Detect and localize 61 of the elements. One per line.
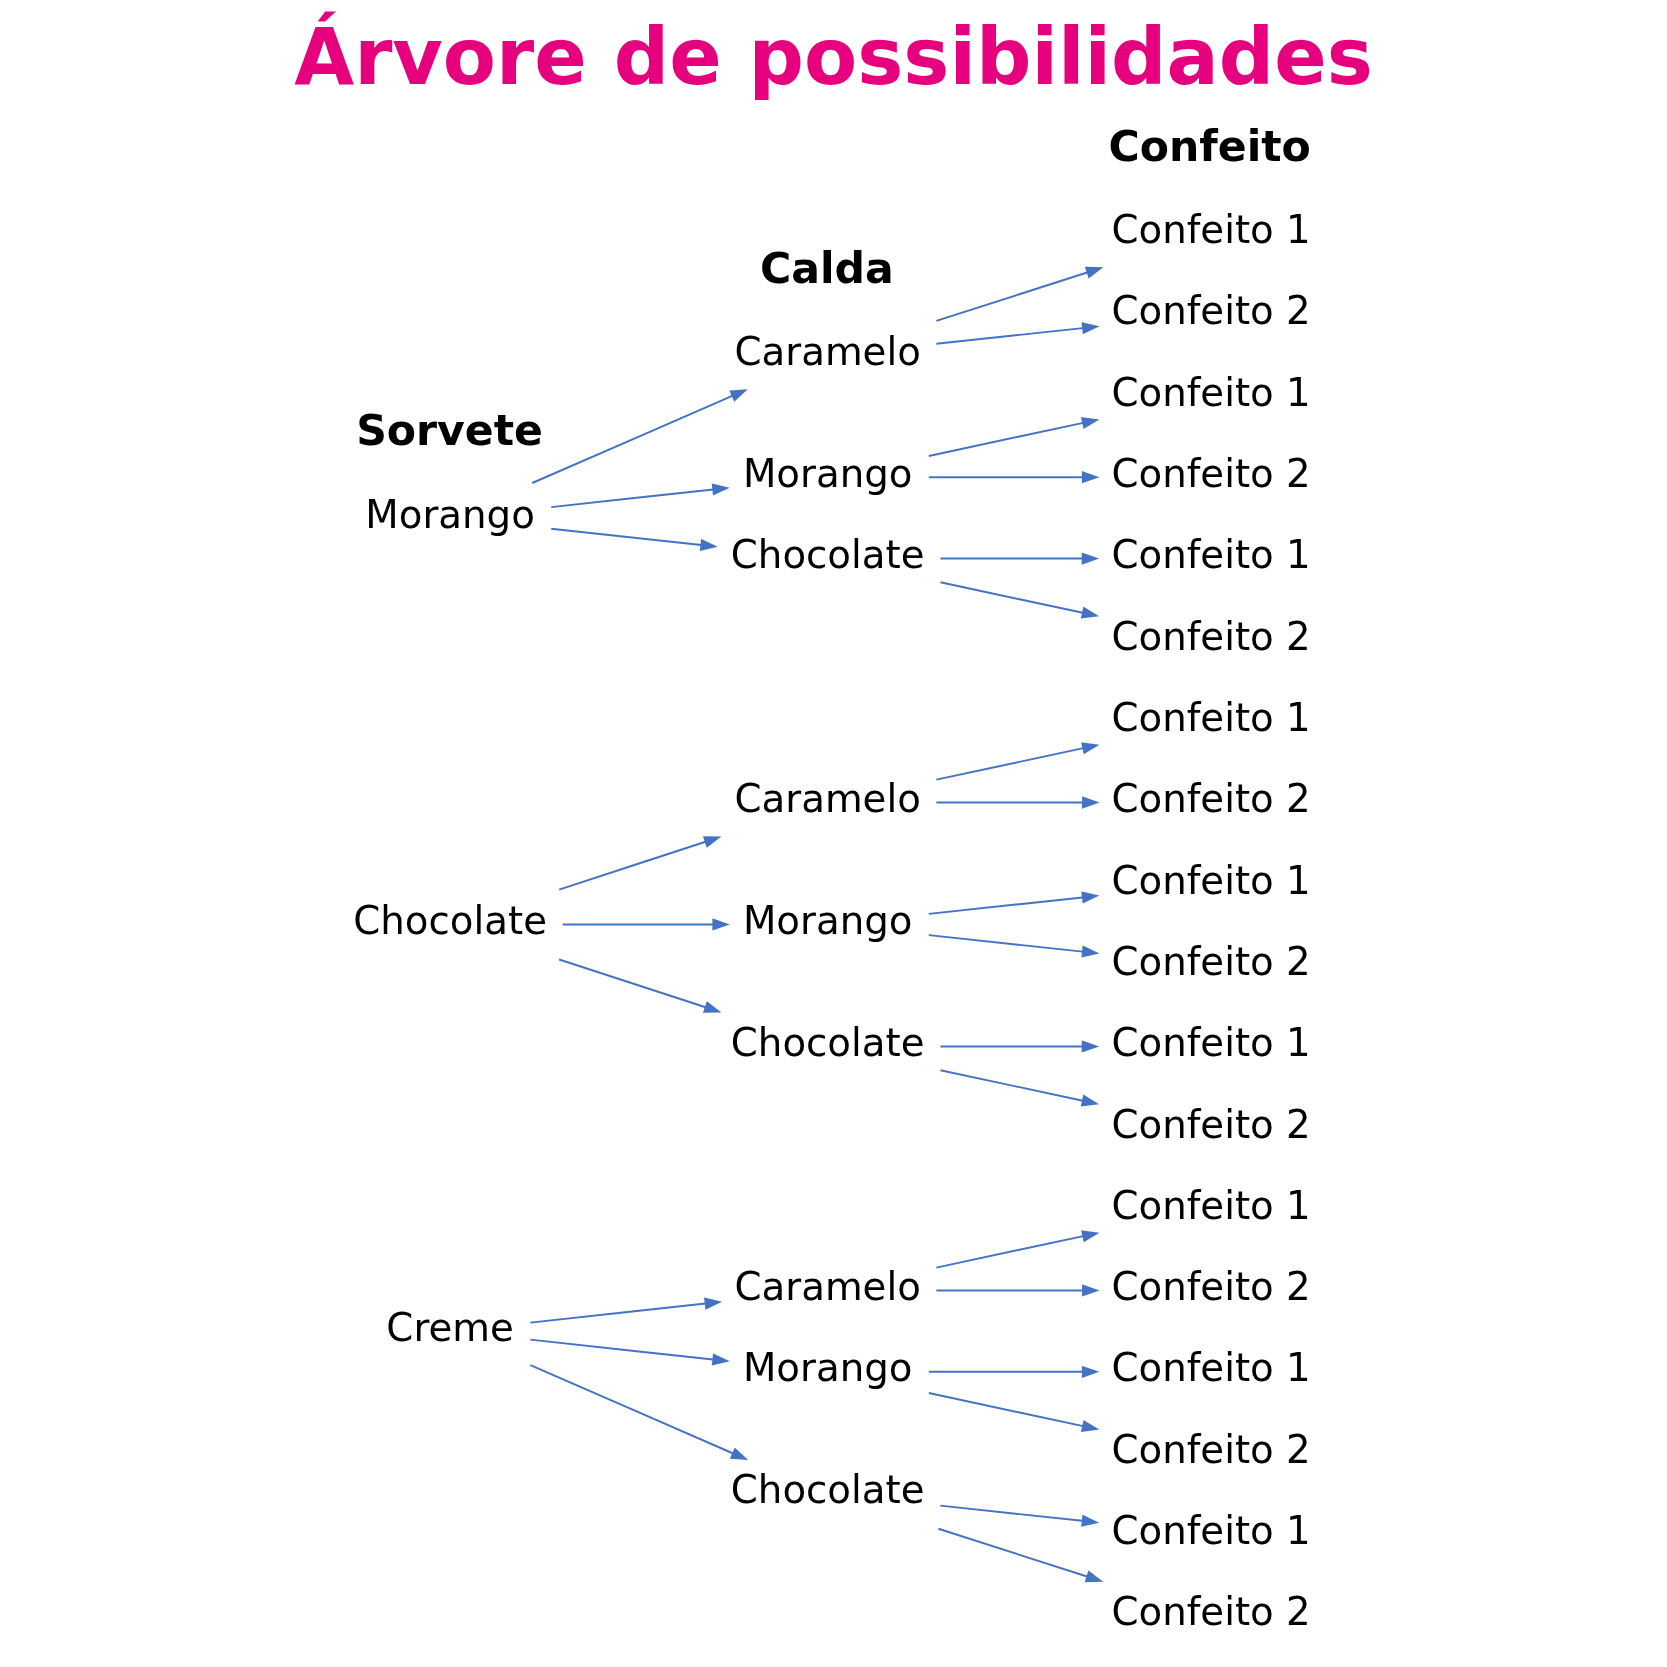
arrow bbox=[935, 1284, 1100, 1297]
arrow bbox=[935, 1230, 1100, 1269]
arrow bbox=[935, 742, 1100, 781]
node-text: Confeito 1 bbox=[1111, 1020, 1311, 1066]
node-text: Morango bbox=[742, 1345, 913, 1391]
arrow bbox=[937, 1527, 1104, 1583]
arrow bbox=[531, 389, 748, 484]
node-text: Chocolate bbox=[730, 1020, 925, 1066]
node-text: Confeito 1 bbox=[1111, 1182, 1311, 1228]
arrow bbox=[561, 918, 730, 931]
arrow bbox=[529, 1364, 749, 1461]
arrow bbox=[935, 796, 1100, 809]
arrow bbox=[927, 1365, 1100, 1378]
arrow bbox=[558, 958, 722, 1013]
node-text: Confeito 1 bbox=[1111, 206, 1311, 252]
arrow bbox=[927, 471, 1100, 484]
node-text: Confeito 1 bbox=[1111, 857, 1311, 903]
node-text: Confeito 2 bbox=[1111, 450, 1311, 496]
arrow bbox=[927, 1392, 1100, 1432]
node-text: Morango bbox=[742, 450, 913, 496]
arrow bbox=[558, 836, 722, 891]
arrow bbox=[927, 417, 1100, 457]
node-text: Confeito 2 bbox=[1111, 776, 1311, 822]
arrow bbox=[939, 1040, 1100, 1053]
diagram-title: Árvore de possibilidades bbox=[294, 12, 1373, 103]
arrow bbox=[927, 891, 1100, 915]
arrow bbox=[529, 1338, 730, 1366]
node-text: Confeito 2 bbox=[1111, 1426, 1311, 1472]
node-text: Confeito 2 bbox=[1111, 1589, 1311, 1635]
node-text: Confeito 2 bbox=[1111, 1101, 1311, 1147]
label: Calda bbox=[759, 242, 894, 293]
arrow bbox=[927, 934, 1100, 958]
arrow bbox=[935, 266, 1104, 322]
node-text: Creme bbox=[386, 1304, 514, 1350]
node-text: Caramelo bbox=[734, 776, 921, 822]
arrow bbox=[550, 527, 718, 551]
node-text: Morango bbox=[365, 491, 535, 537]
node-text: Confeito 2 bbox=[1111, 288, 1311, 334]
label: Confeito bbox=[1108, 120, 1311, 171]
node-text: Confeito 1 bbox=[1111, 1508, 1311, 1554]
node-text: Confeito 1 bbox=[1111, 532, 1311, 578]
arrow bbox=[939, 552, 1100, 565]
node-text: Caramelo bbox=[734, 1264, 921, 1310]
node-text: Confeito 2 bbox=[1111, 613, 1311, 659]
node-text: Confeito 2 bbox=[1111, 1264, 1311, 1310]
node-text: Caramelo bbox=[734, 328, 921, 374]
arrow bbox=[939, 1504, 1100, 1527]
node-text: Chocolate bbox=[730, 532, 925, 578]
node-text: Confeito 1 bbox=[1111, 694, 1311, 740]
node-text: Chocolate bbox=[730, 1467, 925, 1513]
arrow bbox=[939, 581, 1100, 619]
node-text: Confeito 2 bbox=[1111, 938, 1311, 984]
node-text: Confeito 1 bbox=[1111, 1345, 1311, 1391]
node-text: Morango bbox=[742, 898, 913, 944]
arrow bbox=[529, 1297, 723, 1324]
node-text: Confeito 1 bbox=[1111, 369, 1311, 415]
arrow bbox=[935, 322, 1100, 345]
arrow bbox=[550, 483, 730, 509]
node-text: Chocolate bbox=[353, 898, 547, 944]
arrow bbox=[939, 1069, 1100, 1107]
label: Sorvete bbox=[356, 405, 543, 456]
